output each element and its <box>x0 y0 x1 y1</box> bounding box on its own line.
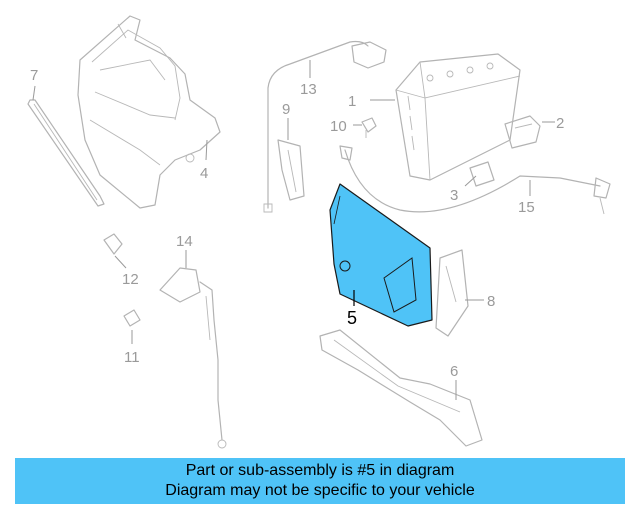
part-1-battery <box>395 53 521 181</box>
part-7-strip <box>27 99 105 207</box>
callout-11: 11 <box>124 349 140 366</box>
part-4-housing <box>77 15 221 209</box>
callout-9: 9 <box>282 101 290 118</box>
leader-7 <box>32 85 36 101</box>
callout-4: 4 <box>200 165 208 182</box>
part-3-bracket <box>469 161 495 187</box>
callout-8: 8 <box>487 293 495 310</box>
callout-7: 7 <box>30 67 38 84</box>
part-10-bolt <box>361 117 377 138</box>
callout-12: 12 <box>122 271 139 288</box>
parts-diagram: 7 4 13 9 10 1 2 3 15 5 8 6 14 12 11 <box>27 15 611 449</box>
part-12-block <box>103 233 123 255</box>
part-2-clamp <box>504 115 541 149</box>
leader-3 <box>464 175 477 187</box>
banner-line-2: Diagram may not be specific to your vehi… <box>165 482 475 499</box>
callout-10: 10 <box>330 118 347 135</box>
callout-1: 1 <box>348 93 356 110</box>
part-6-bracket <box>319 329 483 447</box>
part-13-cable <box>263 40 387 213</box>
callout-5: 5 <box>347 308 357 328</box>
part-11-clip <box>123 309 141 327</box>
callout-6: 6 <box>450 363 458 380</box>
callout-13: 13 <box>300 81 317 98</box>
part-14-strut <box>159 267 227 449</box>
callout-14: 14 <box>176 233 193 250</box>
leader-4 <box>205 139 208 161</box>
part-5-panel <box>329 183 433 327</box>
info-banner: Part or sub-assembly is #5 in diagram Di… <box>15 458 625 504</box>
leader-12 <box>114 255 127 269</box>
part-9-bracket <box>277 139 305 201</box>
banner-line-1: Part or sub-assembly is #5 in diagram <box>185 462 455 479</box>
callout-3: 3 <box>450 187 458 204</box>
callout-2: 2 <box>556 115 564 132</box>
part-15-cable <box>339 145 611 215</box>
part-8-bracket <box>435 249 469 337</box>
callout-15: 15 <box>518 199 535 216</box>
